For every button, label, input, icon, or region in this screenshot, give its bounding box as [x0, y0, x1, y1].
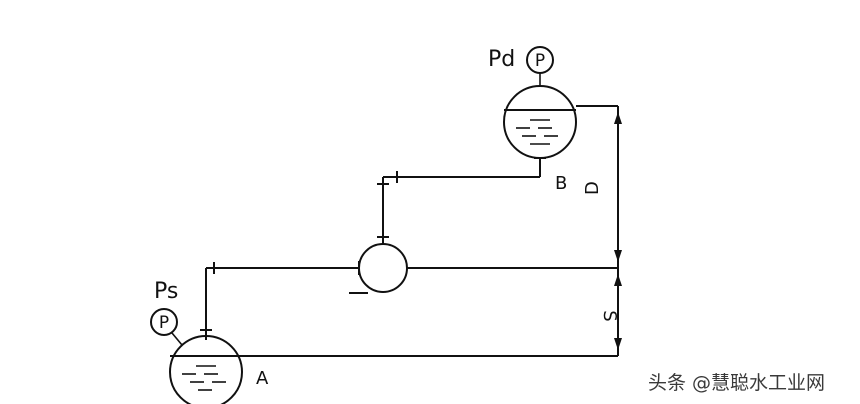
- gauge-label-top: P: [535, 51, 545, 71]
- suction-tank: [169, 335, 243, 404]
- dim-d-label: D: [582, 181, 603, 195]
- suction-pipe: [200, 262, 359, 340]
- tank-a-label: A: [256, 368, 269, 389]
- level-reference-lines: [242, 105, 618, 357]
- discharge-tank: [503, 85, 577, 159]
- discharge-pipe: [377, 157, 546, 245]
- gauge-label-bottom: P: [159, 313, 169, 333]
- height-dimension: [614, 106, 622, 356]
- tank-b-label: B: [555, 173, 567, 194]
- pd-label: Pd: [488, 47, 515, 72]
- dim-s-label: S: [599, 310, 620, 321]
- watermark-text: 头条 @慧聪水工业网: [648, 372, 826, 394]
- ps-label: Ps: [154, 279, 178, 304]
- suction-pressure-gauge: P: [150, 308, 183, 346]
- discharge-pressure-gauge: P: [526, 46, 554, 86]
